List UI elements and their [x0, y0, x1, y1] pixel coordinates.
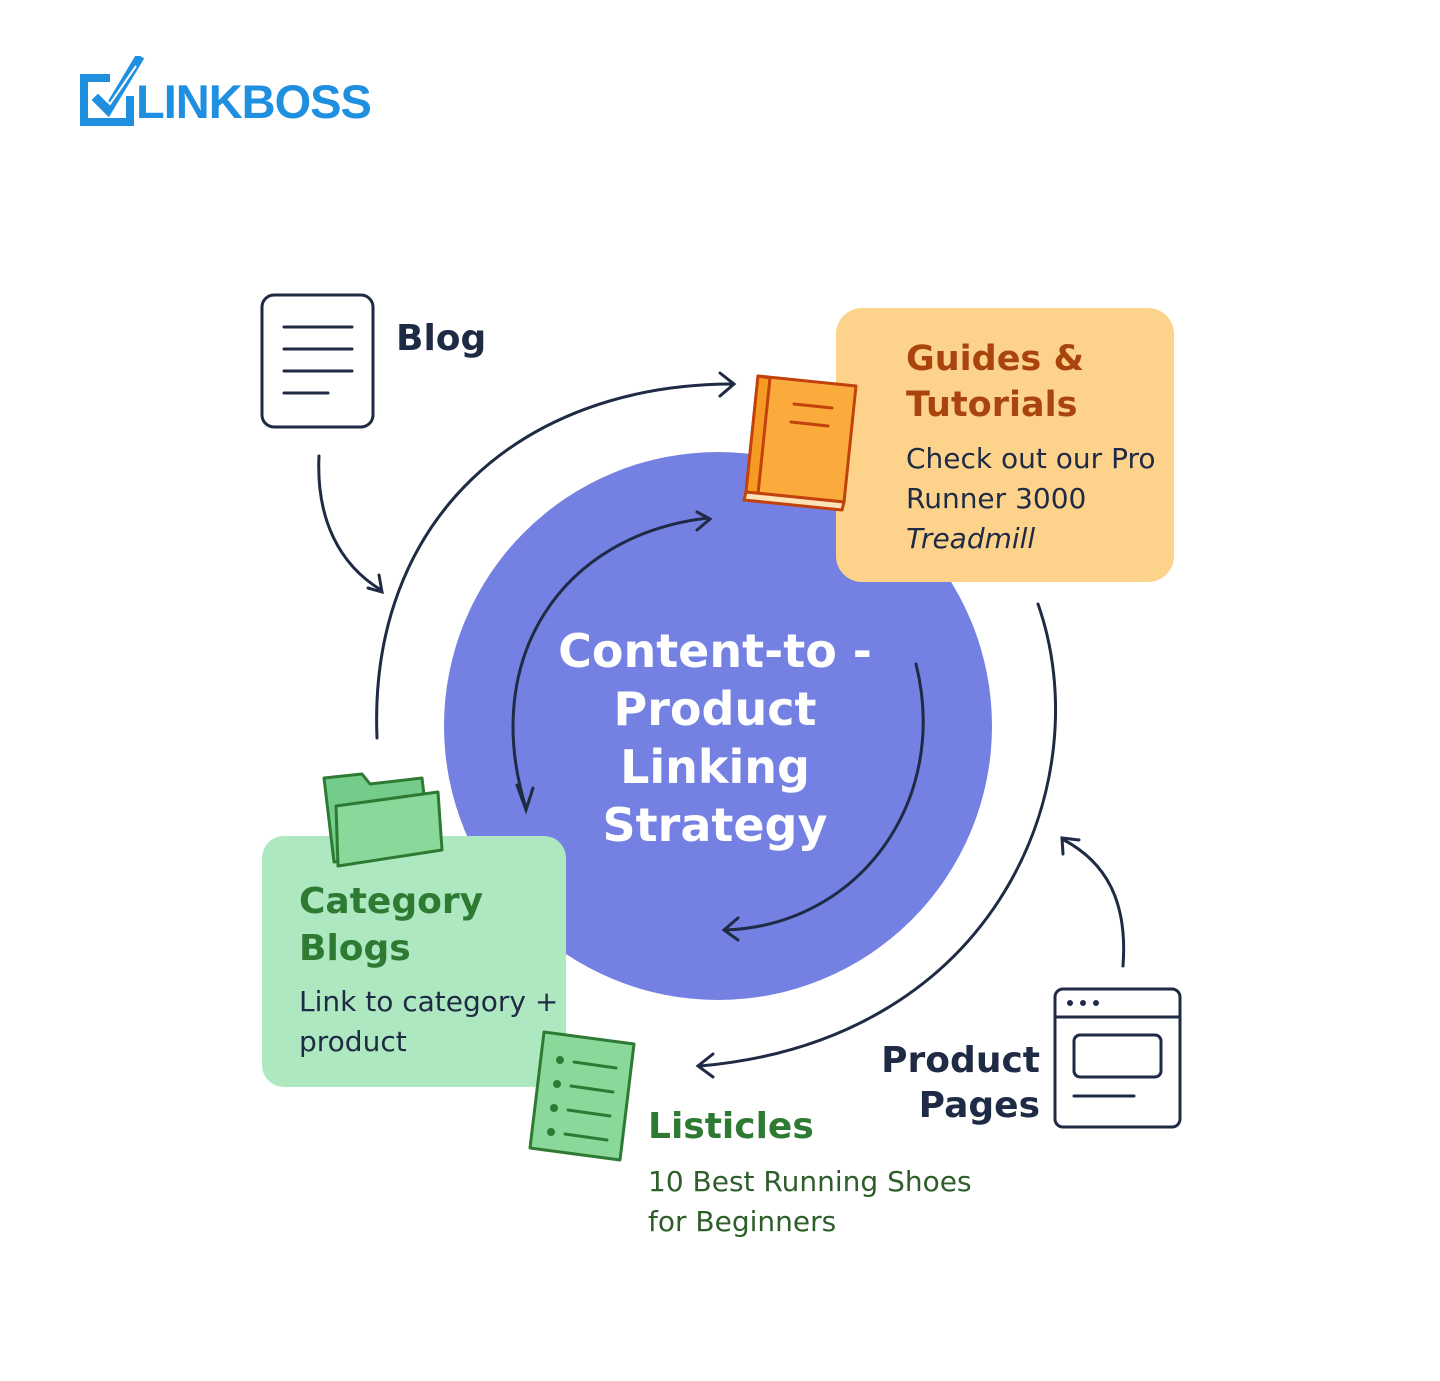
inner-cycle-arrows [511, 510, 925, 942]
inner-arrow-top [511, 516, 710, 810]
inner-arrow-bottom [724, 662, 925, 932]
center-title: Content-to -Product Linking Strategy [558, 624, 872, 852]
outer-cycle-arrows [317, 371, 1126, 1079]
book-icon [742, 374, 858, 512]
outer-arrowhead-top [718, 371, 737, 398]
product-pages-label: Product Pages [881, 1040, 1040, 1126]
document-icon [260, 293, 375, 429]
outer-arrowhead-bottom [695, 1052, 715, 1079]
product-arrow [1062, 838, 1126, 968]
inner-arrowhead-left [515, 783, 535, 815]
blog-arrow [317, 454, 383, 592]
category-title: Category Blogs [299, 881, 484, 969]
folder-icon [322, 772, 444, 868]
listicles-text: 10 Best Running Shoes for Beginners [648, 1165, 972, 1238]
inner-arrowhead-top [695, 510, 713, 532]
guides-card: Guides & Tutorials Check out our Pro Run… [836, 308, 1174, 582]
logo-text: LINKBOSS [136, 75, 372, 128]
checklist-icon [528, 1030, 636, 1162]
category-text: Link to category + product [299, 985, 559, 1058]
listicles-title: Listicles [648, 1106, 814, 1147]
browser-window-icon [1053, 987, 1182, 1129]
guides-text-italic: Treadmill [906, 522, 1036, 555]
outer-arrow-top [375, 382, 735, 740]
linkboss-logo: LINKBOSS [76, 53, 372, 132]
guides-title: Guides & Tutorials [906, 339, 1084, 425]
blog-arrowhead [366, 573, 384, 595]
logo-checkmark-icon [80, 53, 145, 126]
outer-arrow-bottom [698, 602, 1058, 1068]
center-circle [444, 452, 992, 1000]
guides-text: Check out our Pro Runner 3000 Treadmill [906, 439, 1171, 559]
inner-arrowhead-bottom [721, 916, 740, 942]
blog-label: Blog [396, 318, 487, 359]
category-card: Category Blogs Link to category + produc… [262, 836, 566, 1087]
guides-text-main: Check out our Pro Runner 3000 [906, 442, 1156, 515]
product-arrowhead [1060, 836, 1081, 856]
